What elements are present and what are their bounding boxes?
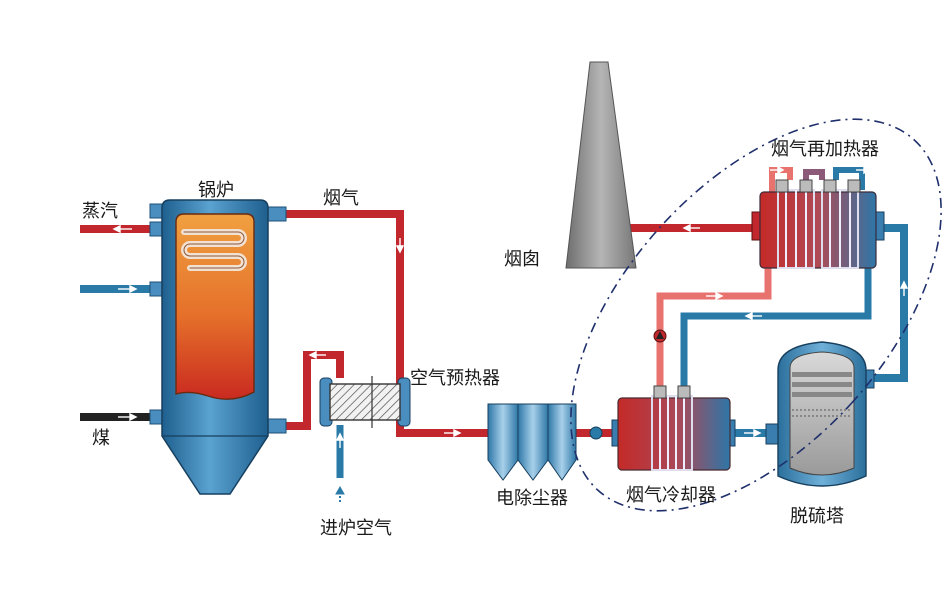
reheater-header-blue — [833, 167, 865, 190]
flue-gas-pipe-mid — [396, 420, 488, 437]
label-air-preheater: 空气预热器 — [410, 368, 500, 389]
reheater-header-mid — [803, 169, 825, 180]
gas-valve-icon — [589, 426, 603, 440]
label-boiler: 锅炉 — [198, 180, 234, 201]
label-desulfurization-tower: 脱硫塔 — [790, 506, 844, 527]
label-flue-gas: 烟气 — [323, 188, 359, 209]
label-flue-gas-cooler: 烟气冷却器 — [626, 485, 716, 506]
chimney — [565, 61, 637, 269]
tower-to-reheater-pipe — [872, 224, 908, 382]
desulfurization-tower — [765, 341, 875, 487]
cold-water-loop — [680, 262, 872, 392]
air-preheater — [319, 376, 411, 428]
electrostatic-precipitator — [487, 403, 577, 481]
hot-air-pipe — [285, 351, 344, 430]
label-coal: 煤 — [92, 428, 110, 449]
label-flue-gas-reheater: 烟气再加热器 — [771, 139, 879, 160]
boiler — [149, 199, 287, 495]
flue-gas-cooler — [611, 385, 736, 471]
label-furnace-air: 进炉空气 — [320, 518, 392, 539]
flue-gas-reheater — [751, 179, 885, 269]
label-esp: 电除尘器 — [496, 488, 568, 509]
label-steam: 蒸汽 — [82, 201, 118, 222]
flow-arrows — [112, 165, 909, 448]
flue-gas-pipe-top — [285, 210, 404, 388]
heat-recovery-boundary — [570, 118, 942, 512]
intake-air-arrow-icon — [335, 485, 345, 503]
hot-water-loop — [656, 262, 772, 392]
label-chimney: 烟囱 — [504, 249, 540, 270]
